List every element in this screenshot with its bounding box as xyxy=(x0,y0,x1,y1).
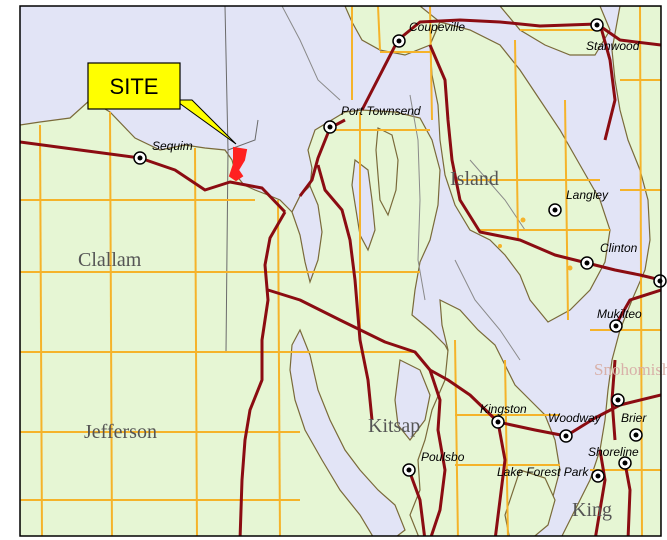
city-label-poulsbo: Poulsbo xyxy=(421,450,465,464)
city-label-langley: Langley xyxy=(566,188,609,202)
site-callout-box xyxy=(87,62,181,110)
county-label-king: King xyxy=(572,499,612,521)
city-label-brier: Brier xyxy=(621,411,647,425)
lakes xyxy=(498,217,573,271)
roads xyxy=(20,18,661,536)
site-callout-label: SITE xyxy=(110,74,159,99)
county-label-kitsap: Kitsap xyxy=(368,415,420,437)
water-hood-canal xyxy=(289,328,406,536)
map-border xyxy=(19,5,662,537)
site-callout-pointer xyxy=(173,99,237,145)
land-bainbridge xyxy=(504,469,556,536)
city-label-coupeville: Coupeville xyxy=(409,20,465,34)
city-label-mukilteo: Mukilteo xyxy=(597,307,642,321)
city-marker-east-edge xyxy=(653,274,667,288)
site-parcels xyxy=(228,146,248,182)
city-label-kingston: Kingston xyxy=(480,402,527,416)
county-label-clallam: Clallam xyxy=(78,249,142,271)
city-marker-unlabeled xyxy=(611,393,625,407)
city-marker-clinton xyxy=(580,256,594,270)
city-marker-sequim xyxy=(133,151,147,165)
city-marker-lake-forest-park xyxy=(591,469,605,483)
water-inner-bay xyxy=(351,158,376,252)
county-label-snohomish: Snohomish xyxy=(594,360,667,379)
city-label-stanwood: Stanwood xyxy=(586,39,640,53)
city-marker-mukilteo xyxy=(609,319,623,333)
bathymetry-lines xyxy=(281,6,526,361)
site-callout: SITE xyxy=(87,62,237,145)
city-label-woodway: Woodway xyxy=(548,411,602,425)
county-label-island: Island xyxy=(450,168,499,190)
city-markers xyxy=(133,18,667,483)
water-port-gamble xyxy=(394,359,431,441)
land-whidbey-island xyxy=(429,21,611,323)
city-marker-kingston xyxy=(491,415,505,429)
city-marker-port-townsend xyxy=(323,120,337,134)
city-label-sequim: Sequim xyxy=(152,139,193,153)
city-label-clinton: Clinton xyxy=(600,241,638,255)
land-whidbey-north xyxy=(344,6,441,56)
section-grid xyxy=(20,6,661,536)
city-marker-stanwood xyxy=(590,18,604,32)
city-marker-coupeville xyxy=(392,34,406,48)
city-marker-poulsbo xyxy=(402,463,416,477)
city-marker-brier xyxy=(629,428,643,442)
city-label-shoreline: Shoreline xyxy=(588,445,639,459)
land-marrowstone xyxy=(375,127,399,217)
city-label-port-townsend: Port Townsend xyxy=(341,104,421,118)
county-label-jefferson: Jefferson xyxy=(84,421,157,443)
city-label-lake-forest-park: Lake Forest Park xyxy=(497,465,589,479)
city-marker-langley xyxy=(548,203,562,217)
city-marker-woodway xyxy=(559,429,573,443)
city-marker-shoreline xyxy=(618,456,632,470)
